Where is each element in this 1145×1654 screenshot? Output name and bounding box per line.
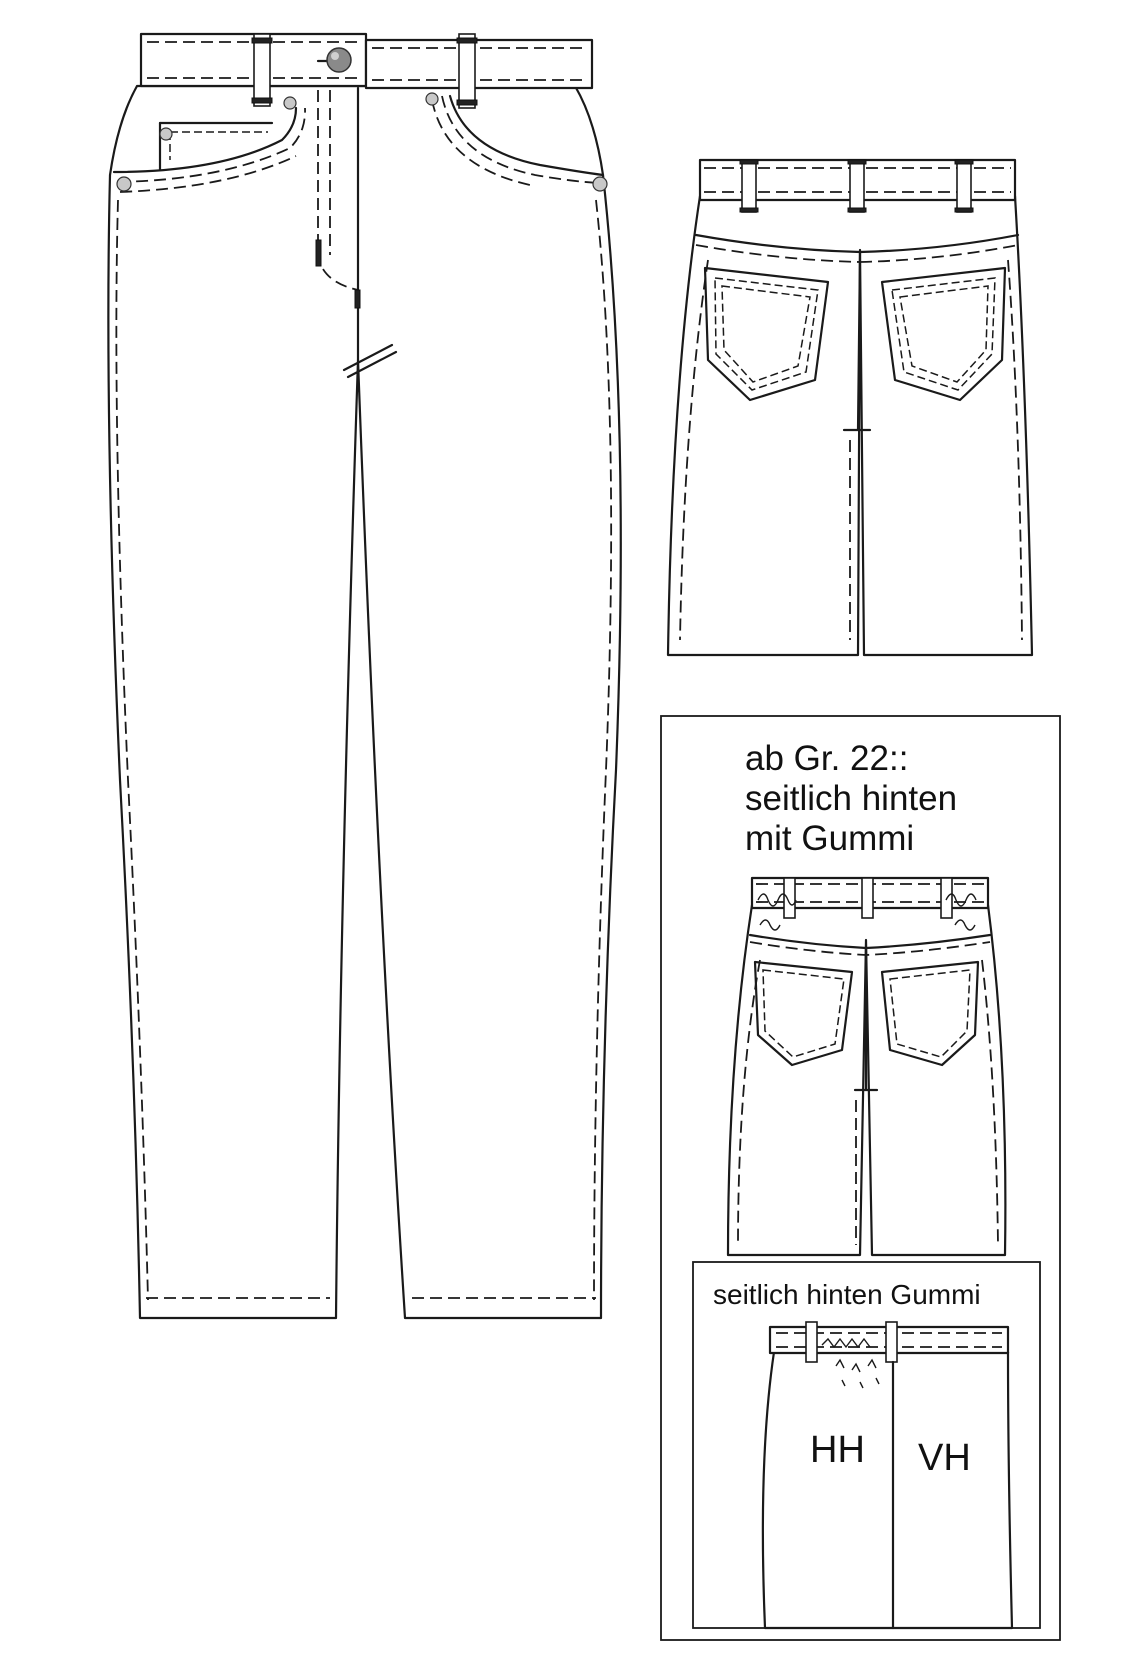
side-view-outline (761, 1350, 1014, 1630)
jeans-front-view (107, 32, 622, 1320)
rivet-icon (116, 176, 132, 192)
elastic-squiggle (757, 893, 797, 907)
waistband-button-icon (326, 47, 352, 73)
elastic-gathering (821, 1337, 871, 1349)
elastic-squiggle (945, 893, 977, 907)
jeans-back-view (666, 158, 1034, 657)
rivet-icon (159, 127, 173, 141)
rivet-icon (592, 176, 608, 192)
front-pocket-left (112, 106, 298, 174)
label-hh: HH (810, 1429, 865, 1471)
back-belt-loop (849, 159, 865, 213)
label-vh: VH (918, 1437, 971, 1479)
back-belt-loop (741, 159, 757, 213)
inset-small-title: seitlich hinten Gummi (713, 1279, 981, 1310)
front-pocket-right (448, 94, 605, 177)
inset-large-title-line-2: seitlich hinten (745, 779, 957, 818)
front-belt-loop-left (253, 33, 271, 107)
inset-large-title-line-3: mit Gummi (745, 819, 914, 858)
inset-large-title-line-1: ab Gr. 22:: (745, 739, 908, 778)
rivet-icon (425, 92, 439, 106)
back-belt-loop (956, 159, 972, 213)
rivet-icon (283, 96, 297, 110)
front-legs-outline (107, 84, 622, 1320)
inset-small: seitlich hinten Gummi HH VH (692, 1261, 1041, 1630)
front-belt-loop-right (458, 33, 476, 109)
